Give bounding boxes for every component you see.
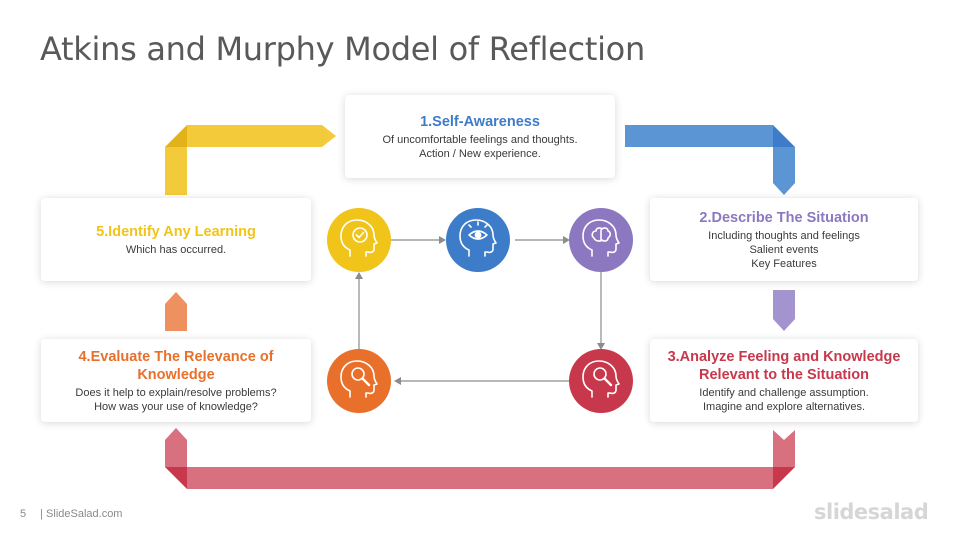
step-line: How was your use of knowledge? — [94, 400, 258, 413]
inner-arrows — [358, 239, 602, 382]
head-magnifier-icon — [582, 360, 620, 398]
step-circle-1 — [446, 208, 510, 272]
step-circle-4 — [327, 349, 391, 413]
step-line: Of uncomfortable feelings and thoughts. — [382, 133, 578, 146]
red-connector — [165, 428, 795, 489]
step-line: Imagine and explore alternatives. — [702, 400, 866, 413]
footer-source[interactable]: | SlideSalad.com — [40, 508, 123, 520]
head-brain-icon — [582, 219, 620, 257]
purple-connector — [773, 290, 795, 331]
step-card-5: 5.Identify Any Learning Which has occurr… — [41, 198, 311, 281]
step-circle-3 — [569, 349, 633, 413]
head-check-icon — [340, 219, 378, 257]
blue-connector — [625, 125, 795, 195]
step-title: 5.Identify Any Learning — [96, 223, 256, 240]
head-eye-icon — [459, 219, 497, 257]
step-title: 4.Evaluate The Relevance of Knowledge — [78, 348, 274, 383]
yellow-connector — [165, 125, 336, 195]
step-title: 2.Describe The Situation — [699, 209, 869, 226]
orange-connector — [165, 292, 187, 331]
brand-logo: slidesalad — [814, 500, 929, 524]
step-card-1: 1.Self-Awareness Of uncomfortable feelin… — [345, 95, 615, 178]
step-line: Action / New experience. — [419, 147, 541, 160]
inner-arrowheads — [355, 236, 605, 385]
step-card-3: 3.Analyze Feeling and Knowledge Relevant… — [650, 339, 918, 422]
step-title: 1.Self-Awareness — [420, 113, 540, 130]
step-line: Salient events — [749, 243, 819, 256]
step-card-4: 4.Evaluate The Relevance of Knowledge Do… — [41, 339, 311, 422]
step-line: Including thoughts and feelings — [708, 229, 860, 242]
step-circle-2 — [569, 208, 633, 272]
step-line: Identify and challenge assumption. — [699, 386, 869, 399]
step-circle-5 — [327, 208, 391, 272]
step-card-2: 2.Describe The Situation Including thoug… — [650, 198, 918, 281]
footer: 5 | SlideSalad.com — [20, 508, 122, 520]
step-line: Key Features — [751, 257, 817, 270]
step-title: 3.Analyze Feeling and Knowledge Relevant… — [667, 348, 901, 383]
page-number: 5 — [20, 508, 27, 520]
step-line: Which has occurred. — [125, 243, 227, 256]
slide-title: Atkins and Murphy Model of Reflection — [40, 30, 645, 68]
step-line: Does it help to explain/resolve problems… — [75, 386, 277, 399]
head-magnifier-icon — [340, 360, 378, 398]
